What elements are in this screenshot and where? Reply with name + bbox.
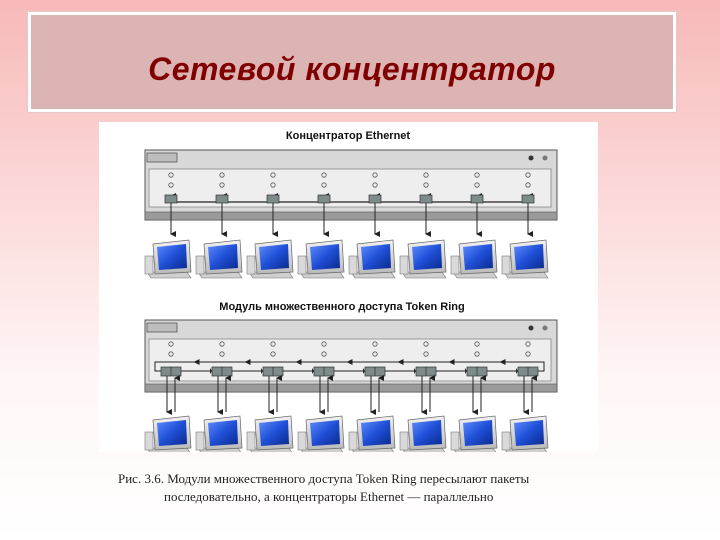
workstation-6 — [399, 239, 447, 279]
screen-icon — [463, 420, 493, 446]
led-icon — [372, 341, 378, 347]
led-icon — [372, 172, 378, 178]
ring-return-path — [154, 361, 545, 372]
led-icon — [321, 341, 327, 347]
led-icon — [474, 182, 480, 188]
workstation-7 — [450, 239, 498, 279]
led-icon — [474, 172, 480, 178]
screen-icon — [463, 244, 493, 270]
led-icon — [219, 341, 225, 347]
screen-icon — [157, 420, 187, 446]
workstation-5 — [348, 239, 396, 279]
led-icon — [321, 172, 327, 178]
token-ring-heading: Модуль множественного доступа Token Ring — [219, 301, 464, 313]
network-figure: Концентратор Ethernet Модуль множественн… — [99, 122, 598, 455]
led-icon — [168, 172, 174, 178]
screen-icon — [259, 420, 289, 446]
workstation-1 — [144, 415, 192, 455]
ethernet-heading: Концентратор Ethernet — [286, 130, 411, 142]
led-icon — [525, 341, 531, 347]
screen-icon — [361, 244, 391, 270]
screen-icon — [208, 420, 238, 446]
workstation-4 — [297, 239, 345, 279]
led-icon — [168, 351, 174, 357]
ethernet-port — [317, 194, 331, 204]
workstation-8 — [501, 239, 549, 279]
led-icon — [321, 182, 327, 188]
workstation-2 — [195, 415, 243, 455]
led-icon — [219, 182, 225, 188]
screen-icon — [514, 244, 544, 270]
ethernet-port — [470, 194, 484, 204]
led-icon — [270, 182, 276, 188]
led-icon — [219, 351, 225, 357]
workstation-1 — [144, 239, 192, 279]
screen-icon — [310, 244, 340, 270]
workstation-8 — [501, 415, 549, 455]
workstation-2 — [195, 239, 243, 279]
led-icon — [423, 341, 429, 347]
led-icon — [270, 172, 276, 178]
workstation-5 — [348, 415, 396, 455]
led-icon — [525, 182, 531, 188]
screen-icon — [412, 420, 442, 446]
ethernet-port — [521, 194, 535, 204]
workstation-3 — [246, 239, 294, 279]
ethernet-port — [266, 194, 280, 204]
caption-line-2: последовательно, а концентраторы Etherne… — [164, 489, 494, 504]
screen-icon — [361, 420, 391, 446]
led-icon — [525, 351, 531, 357]
workstation-4 — [297, 415, 345, 455]
screen-icon — [157, 244, 187, 270]
led-icon — [423, 351, 429, 357]
workstation-6 — [399, 415, 447, 455]
led-icon — [423, 172, 429, 178]
caption-line-1: Рис. 3.6. Модули множественного доступа … — [118, 471, 530, 486]
led-icon — [219, 172, 225, 178]
led-icon — [270, 341, 276, 347]
ethernet-port — [215, 194, 229, 204]
slide-title: Сетевой концентратор — [148, 51, 556, 87]
led-icon — [168, 341, 174, 347]
led-icon — [474, 341, 480, 347]
token-ring-mau — [144, 319, 558, 393]
ethernet-hub — [144, 149, 558, 221]
led-icon — [372, 351, 378, 357]
led-icon — [270, 351, 276, 357]
workstation-3 — [246, 415, 294, 455]
led-icon — [168, 182, 174, 188]
workstation-7 — [450, 415, 498, 455]
screen-icon — [514, 420, 544, 446]
screen-icon — [208, 244, 238, 270]
hub-diagram: Концентратор Ethernet Модуль множественн… — [144, 130, 558, 455]
led-icon — [321, 351, 327, 357]
title-box: Сетевой концентратор — [28, 12, 676, 112]
screen-icon — [310, 420, 340, 446]
ethernet-port — [164, 194, 178, 204]
screen-icon — [412, 244, 442, 270]
led-icon — [525, 172, 531, 178]
figure-caption: Рис. 3.6. Модули множественного доступа … — [118, 470, 588, 506]
led-icon — [423, 182, 429, 188]
led-icon — [372, 182, 378, 188]
screen-icon — [259, 244, 289, 270]
ethernet-port — [419, 194, 433, 204]
ethernet-port — [368, 194, 382, 204]
led-icon — [474, 351, 480, 357]
